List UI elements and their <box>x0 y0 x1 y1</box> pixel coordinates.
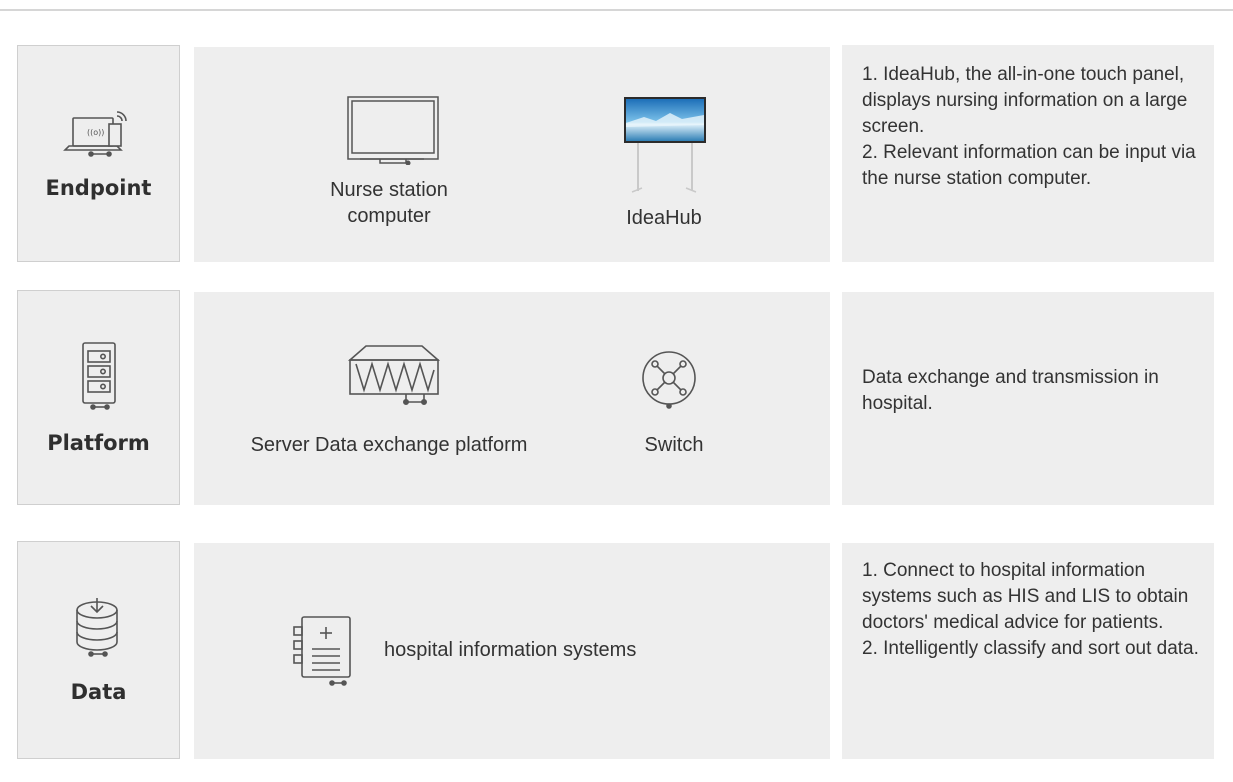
item-caption: Nurse station computer <box>299 177 479 229</box>
row-label-text: Platform <box>47 431 150 455</box>
switch-hub-icon <box>639 348 703 412</box>
server-rack-icon <box>79 341 119 411</box>
caption-line: computer <box>347 205 431 227</box>
exchange-bridge-icon <box>344 340 444 410</box>
item-caption: Server Data exchange platform <box>250 434 528 456</box>
monitor-icon <box>346 95 440 165</box>
svg-text:((o)): ((o)) <box>87 128 104 137</box>
medical-record-icon <box>290 613 356 687</box>
row-label-endpoint: ((o)) Endpoint <box>17 45 180 262</box>
platform-description: Data exchange and transmission in hospit… <box>842 292 1214 505</box>
row-label-data: Data <box>17 541 180 759</box>
data-sources-panel: hospital information systems <box>194 543 830 759</box>
platform-panel: Server Data exchange platform Switch <box>194 292 830 505</box>
top-divider <box>0 0 1233 11</box>
description-paragraph: Data exchange and transmission in hospit… <box>862 367 1159 414</box>
item-caption: hospital information systems <box>384 639 637 661</box>
laptop-wireless-icon: ((o)) <box>61 110 137 158</box>
description-paragraph: 2. Relevant information can be input via… <box>862 142 1196 189</box>
database-download-icon <box>73 596 125 660</box>
row-label-text: Data <box>70 680 127 704</box>
description-paragraph: 2. Intelligently classify and sort out d… <box>862 638 1199 659</box>
endpoint-description: 1. IdeaHub, the all-in-one touch panel, … <box>842 45 1214 262</box>
row-label-platform: Platform <box>17 290 180 505</box>
data-description: 1. Connect to hospital information syste… <box>842 543 1214 759</box>
description-paragraph: 1. IdeaHub, the all-in-one touch panel, … <box>862 64 1188 137</box>
item-caption: Switch <box>644 434 704 456</box>
ideahub-screen-icon <box>622 95 708 195</box>
description-paragraph: 1. Connect to hospital information syste… <box>862 560 1189 633</box>
endpoint-devices-panel: Nurse station computer IdeaHub <box>194 47 830 262</box>
item-caption: IdeaHub <box>626 207 702 229</box>
row-label-text: Endpoint <box>45 176 152 200</box>
caption-line: Nurse station <box>330 179 448 201</box>
